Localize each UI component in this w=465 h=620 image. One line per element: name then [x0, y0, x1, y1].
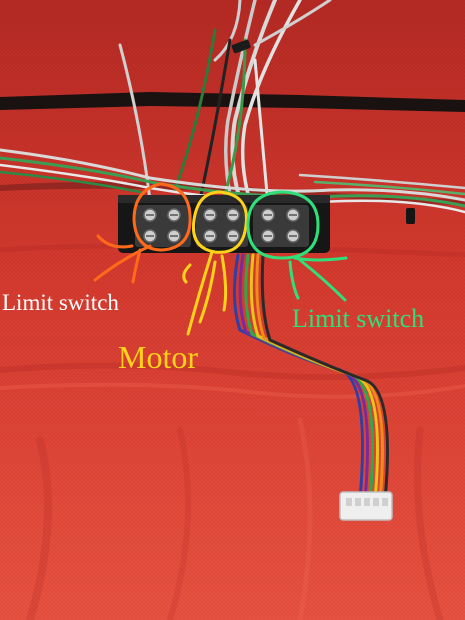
zip-tie [231, 39, 251, 54]
white-connector [339, 491, 393, 521]
terminal-block [118, 195, 330, 253]
limit-switch-right-label: Limit switch [292, 304, 425, 333]
yellow-marker-circle [182, 190, 248, 336]
ribbon-cable [232, 253, 389, 502]
motor-label: Motor [118, 339, 198, 375]
limit-switch-left-label: Limit switch [2, 290, 119, 315]
wire-bundle-horizontal [0, 148, 465, 214]
terminal-screws [143, 208, 300, 243]
small-connector [406, 208, 415, 224]
green-marker-circle [246, 190, 348, 302]
orange-marker-circle [93, 182, 192, 284]
